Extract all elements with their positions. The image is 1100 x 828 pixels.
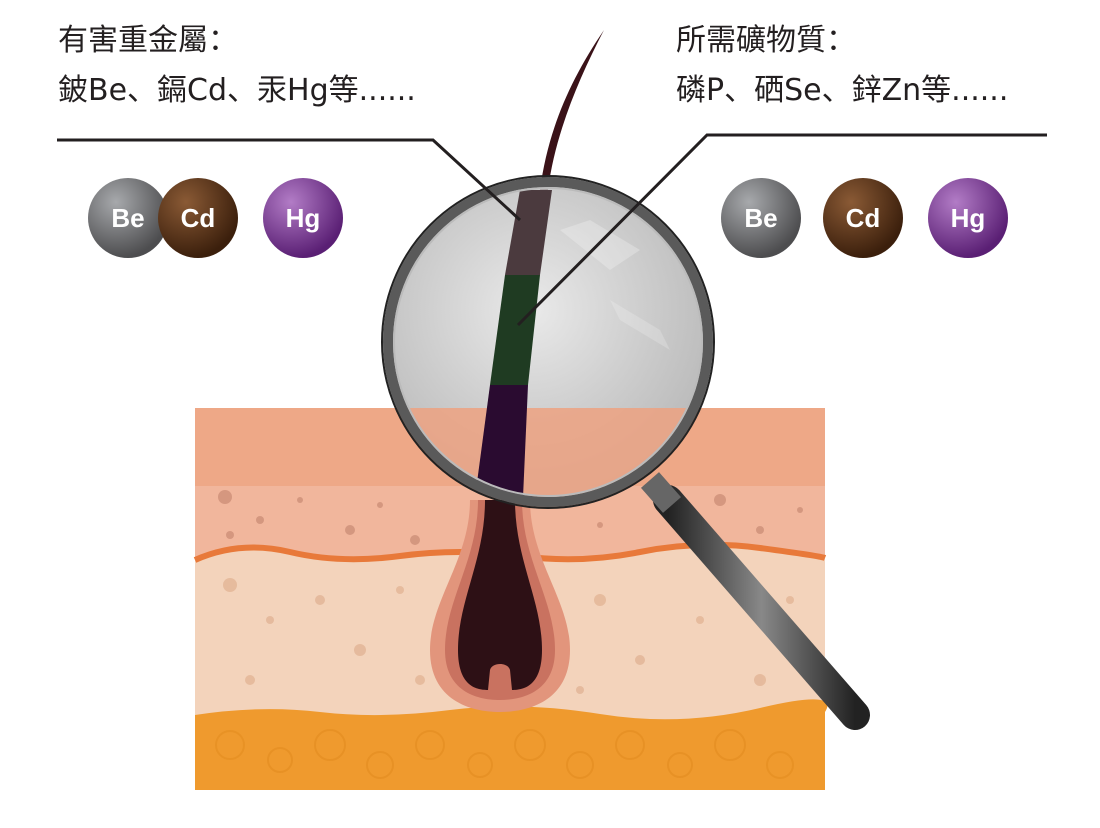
svg-text:Cd: Cd <box>181 203 216 233</box>
magnifying-glass <box>381 175 870 730</box>
hair-follicle <box>430 500 570 712</box>
svg-text:Cd: Cd <box>846 203 881 233</box>
needed-title: 所需礦物質： <box>676 23 856 58</box>
needed-element-hg: Hg <box>928 178 1008 258</box>
svg-text:Hg: Hg <box>951 203 986 233</box>
needed-element-be: Be <box>721 178 801 258</box>
harmful-element-cd: Cd <box>158 178 238 258</box>
needed-leader-line <box>516 133 1047 327</box>
svg-text:Be: Be <box>744 203 777 233</box>
needed-items: 磷P、硒Se、鋅Zn等...... <box>676 73 1009 108</box>
harmful-element-be: Be <box>88 178 168 258</box>
needed-element-cd: Cd <box>823 178 903 258</box>
harmful-items: 鈹Be、鎘Cd、汞Hg等...... <box>58 73 416 108</box>
svg-text:Be: Be <box>111 203 144 233</box>
hair-shaft <box>540 30 604 190</box>
harmful-element-hg: Hg <box>263 178 343 258</box>
harmful-leader-line <box>57 138 522 222</box>
harmful-title: 有害重金屬： <box>58 23 238 58</box>
svg-text:Hg: Hg <box>286 203 321 233</box>
